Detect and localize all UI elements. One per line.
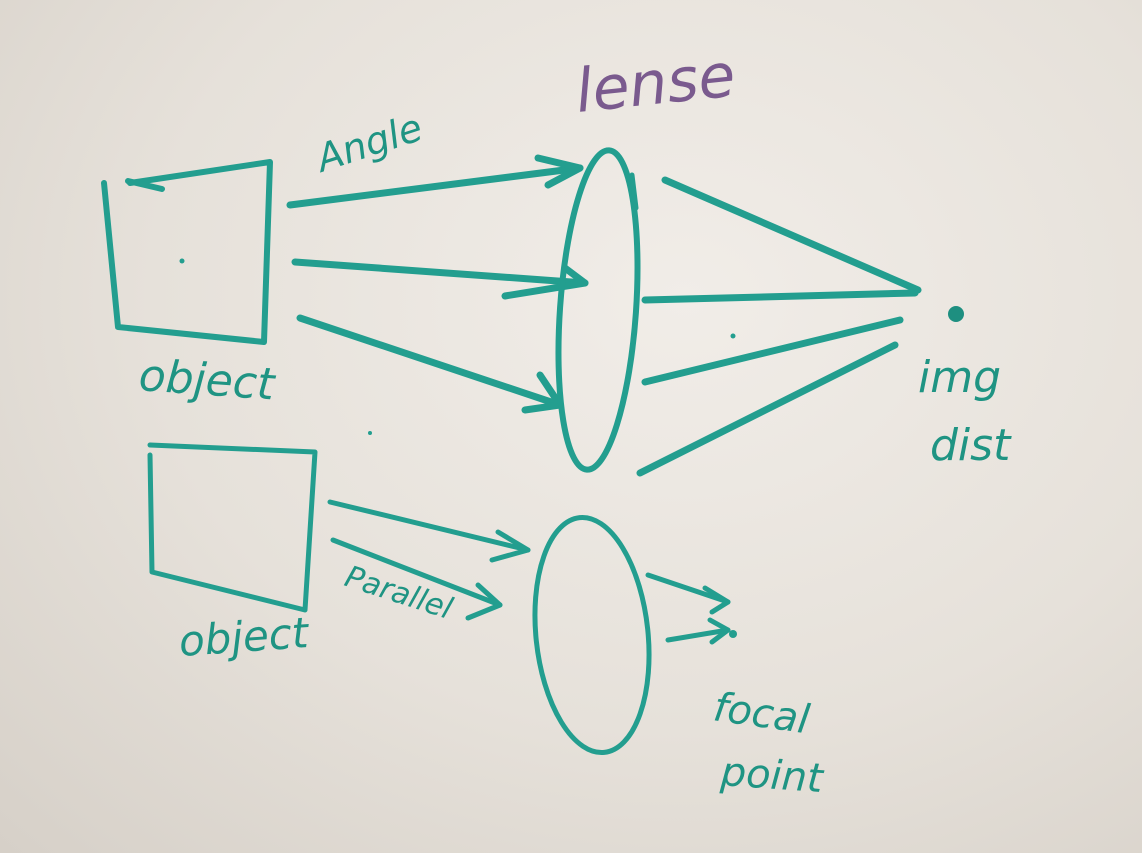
object-label-bottom: object <box>177 608 311 666</box>
focal-label-line1: focal <box>711 684 813 743</box>
top-lens-ellipse <box>555 147 641 473</box>
parallel-rays <box>327 499 531 621</box>
top-object-dot <box>179 258 185 264</box>
focal-point-dot <box>729 630 737 638</box>
converging-rays <box>636 176 922 477</box>
top-angle-rays <box>286 154 589 414</box>
lens-tick-mark <box>629 172 639 211</box>
object-label-top: object <box>137 350 278 410</box>
angle-label: Angle <box>308 105 427 181</box>
center-dot <box>730 333 736 339</box>
img-dist-label-line1: img <box>918 352 1001 403</box>
stray-dot <box>368 431 372 435</box>
focal-label-line2: point <box>718 749 825 802</box>
top-object-square <box>101 159 273 345</box>
lens-label: lense <box>572 41 738 127</box>
img-dist-label-line2: dist <box>930 420 1012 471</box>
focal-rays <box>645 572 731 645</box>
parallel-label: Parallel <box>341 559 458 627</box>
image-point <box>948 306 964 322</box>
bottom-lens-ellipse <box>532 515 652 755</box>
bottom-object-square <box>147 442 318 613</box>
